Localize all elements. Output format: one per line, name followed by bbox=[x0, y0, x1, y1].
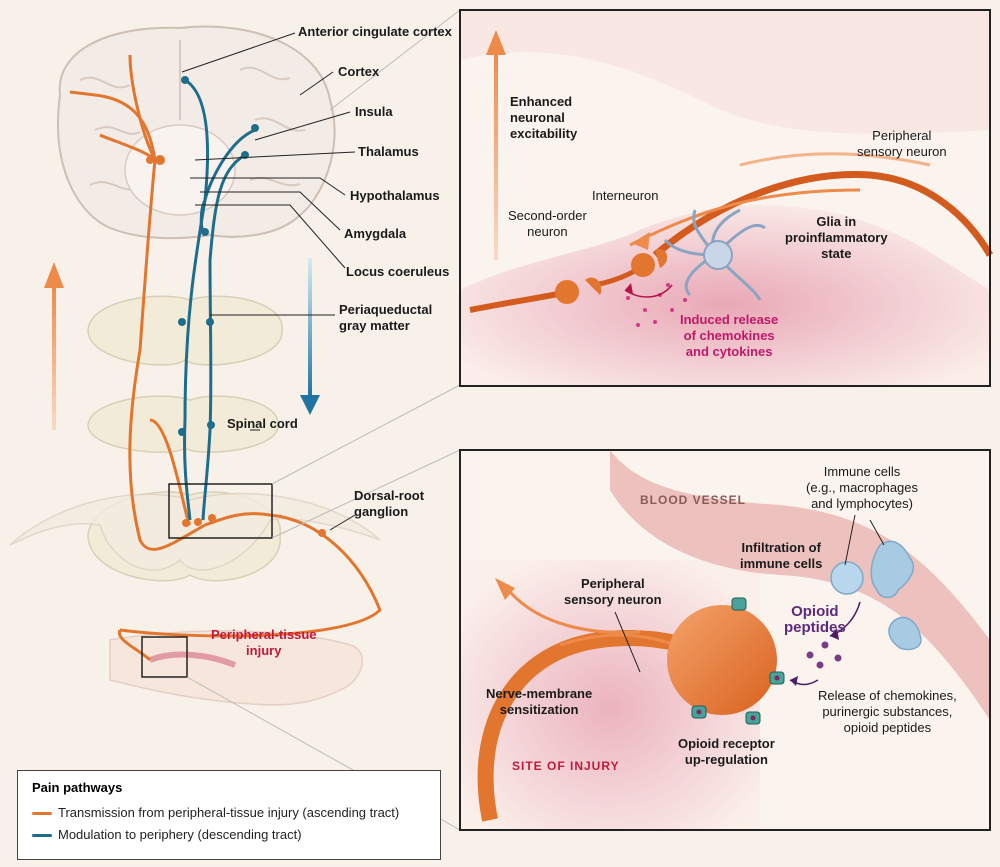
label-anterior-cingulate-cortex: Anterior cingulate cortex bbox=[298, 24, 452, 39]
panel-spinal-detail bbox=[460, 10, 994, 386]
label-release-chemokines: Release of chemokines, purinergic substa… bbox=[818, 688, 957, 735]
legend-ascending: Transmission from peripheral-tissue inju… bbox=[32, 805, 399, 820]
label-enhanced-excitability: Enhanced neuronal excitability bbox=[510, 94, 578, 141]
label-amygdala: Amygdala bbox=[344, 226, 407, 241]
descending-synapses bbox=[178, 76, 259, 436]
label-insula: Insula bbox=[355, 104, 393, 119]
legend-descending: Modulation to periphery (descending trac… bbox=[32, 827, 302, 842]
legend-title: Pain pathways bbox=[32, 780, 123, 795]
legend-descending-swatch bbox=[32, 834, 52, 838]
label-opioid-receptor: Opioid receptor up-regulation bbox=[678, 736, 775, 767]
label-peripheral-sensory-neuron-bottom: Peripheral sensory neuron bbox=[564, 576, 662, 607]
leader-lines bbox=[181, 32, 356, 531]
ascending-synapses bbox=[146, 155, 326, 537]
label-peripheral-sensory-neuron-top: Peripheral sensory neuron bbox=[857, 128, 947, 159]
zoom-box-spinal bbox=[168, 483, 273, 539]
descending-arrow bbox=[300, 258, 320, 415]
brain bbox=[57, 25, 336, 240]
label-induced-release: Induced release of chemokines and cytoki… bbox=[680, 312, 779, 359]
label-interneuron: Interneuron bbox=[592, 188, 659, 203]
panel-injury-detail bbox=[460, 450, 990, 830]
label-cortex: Cortex bbox=[338, 64, 380, 79]
zoom-box-injury bbox=[141, 636, 188, 678]
label-hypothalamus: Hypothalamus bbox=[350, 188, 440, 203]
label-site-of-injury: SITE OF INJURY bbox=[512, 759, 620, 773]
legend-ascending-swatch bbox=[32, 812, 52, 816]
label-opioid-peptides: Opioid peptides bbox=[784, 603, 846, 636]
panel-injury-leaders bbox=[614, 514, 885, 673]
ascending-arrow bbox=[44, 262, 64, 430]
label-nerve-membrane: Nerve-membrane sensitization bbox=[486, 686, 593, 717]
label-blood-vessel: BLOOD VESSEL bbox=[640, 493, 747, 507]
label-thalamus: Thalamus bbox=[358, 144, 419, 159]
label-glia: Glia in proinflammatory state bbox=[785, 214, 888, 261]
label-locus-coeruleus: Locus coeruleus bbox=[346, 264, 450, 279]
label-infiltration: Infiltration of immune cells bbox=[740, 540, 823, 571]
legend: Pain pathways Transmission from peripher… bbox=[17, 770, 441, 860]
label-second-order-neuron: Second-order neuron bbox=[508, 208, 587, 239]
ascending-tract bbox=[69, 54, 382, 662]
panel-injury-border bbox=[459, 449, 991, 831]
label-spinal-cord: Spinal cord bbox=[227, 416, 298, 431]
panel-spinal-border bbox=[459, 9, 991, 387]
label-immune-cells: Immune cells (e.g., macrophages and lymp… bbox=[806, 464, 919, 511]
leg bbox=[109, 630, 364, 706]
